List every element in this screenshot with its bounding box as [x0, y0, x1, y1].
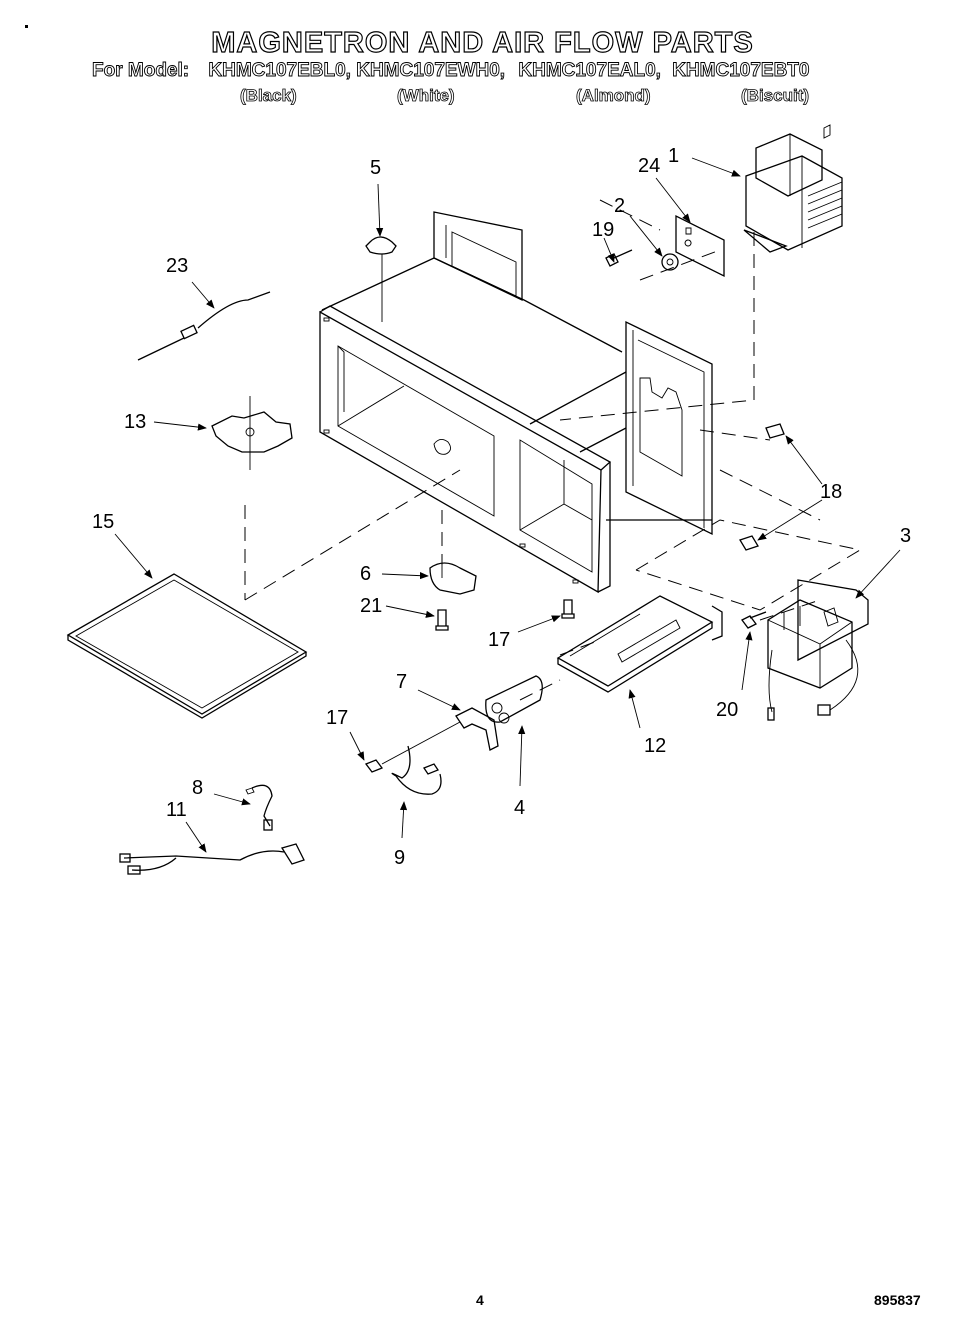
callout-1: 1 — [668, 145, 680, 167]
model-list: For Model: KHMC107EBL0, KHMC107EWH0, KHM… — [92, 60, 810, 82]
callout-18: 18 — [820, 481, 843, 503]
screw-17-left-part — [364, 759, 384, 773]
model-code: KHMC107EBL0, — [208, 60, 351, 82]
model-code: KHMC107EBT0 — [672, 60, 810, 82]
callout-2: 2 — [614, 195, 626, 217]
thermal-cutout-part — [661, 253, 679, 271]
callout-23: 23 — [166, 255, 189, 277]
callout-15: 15 — [92, 511, 115, 533]
oven-cavity — [319, 211, 627, 594]
page-title: MAGNETRON AND AIR FLOW PARTS — [211, 27, 754, 59]
scan-artifact — [25, 25, 28, 28]
callout-19: 19 — [592, 219, 615, 241]
models-prefix: For Model: — [92, 60, 190, 82]
thermistor-lead-part — [137, 291, 271, 361]
model-code: KHMC107EWH0, — [356, 60, 506, 82]
diode-part — [391, 745, 442, 795]
capacitor-part — [485, 675, 543, 724]
document-code: 895837 — [874, 1292, 921, 1308]
model-variant: (Black) — [240, 86, 297, 106]
callout-8: 8 — [192, 777, 204, 799]
callout-leaders — [114, 157, 901, 853]
waveguide-panel — [606, 320, 713, 536]
callout-20: 20 — [716, 699, 739, 721]
screw-17-part — [561, 599, 575, 619]
thermal-fuse-part — [365, 236, 397, 322]
callout-24: 24 — [638, 155, 661, 177]
wire-harness-part — [119, 843, 305, 875]
magnetron-bracket-part — [675, 214, 725, 278]
glass-tray-part — [66, 573, 308, 719]
callout-7: 7 — [396, 671, 408, 693]
screw-21-part — [435, 609, 449, 631]
callout-17: 17 — [488, 629, 511, 651]
callout-6: 6 — [360, 563, 372, 585]
callout-13: 13 — [124, 411, 147, 433]
callout-5: 5 — [370, 157, 382, 179]
base-plate-part — [556, 595, 723, 693]
callout-4: 4 — [514, 797, 526, 819]
model-variant: (Biscuit) — [741, 86, 810, 106]
screw-20-part — [741, 611, 767, 629]
callout-12: 12 — [644, 735, 667, 757]
page-number: 4 — [476, 1292, 484, 1308]
stirrer-motor-part — [429, 560, 477, 595]
magnetron-part — [743, 124, 843, 253]
transformer-part — [767, 579, 869, 721]
capacitor-bracket-part — [381, 707, 499, 765]
callout-3: 3 — [900, 525, 912, 547]
callout-9: 9 — [394, 847, 406, 869]
callout-21: 21 — [360, 595, 383, 617]
stirrer-blade-part — [211, 396, 293, 470]
callout-17: 17 — [326, 707, 349, 729]
screw-18-part — [739, 423, 785, 551]
model-variant: (Almond) — [576, 86, 651, 106]
model-code: KHMC107EAL0, — [518, 60, 661, 82]
model-variant: (White) — [397, 86, 455, 106]
callout-11: 11 — [166, 799, 187, 821]
lead-wire-part — [245, 784, 273, 831]
